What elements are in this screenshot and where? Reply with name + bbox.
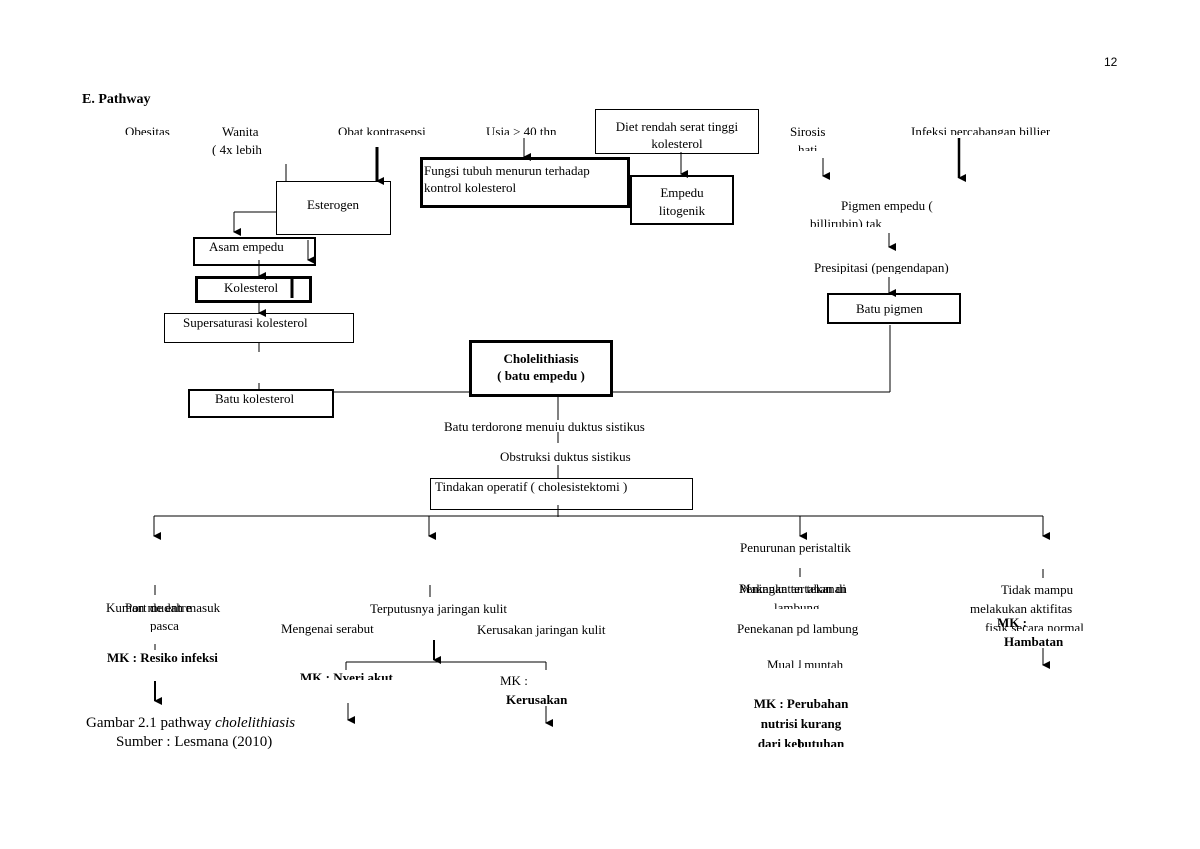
node-fungsi-tubuh: Fungsi tubuh menurun terhadap kontrol ko… [420, 157, 630, 208]
node-obesitas: Obesitas [125, 124, 170, 135]
node-pigmen-empedu-sub: billirubin) tak [810, 216, 882, 227]
node-empedu-litogenik: Empedu litogenik [630, 175, 734, 225]
node-fungsi-label: Fungsi tubuh menurun terhadap kontrol ko… [424, 163, 590, 195]
mk-dari-kebutuhan: dari kebutuhan [757, 736, 845, 747]
node-fisik-normal: fisik secara normal [985, 620, 1084, 631]
node-sirosis-sub: hati [798, 142, 818, 151]
node-makanan-tertahan: Makanan tertahan di [739, 581, 846, 596]
node-lambung: lambung [774, 600, 820, 609]
node-usia: Usia > 40 thn [486, 124, 557, 135]
node-diet-label: Diet rendah serat tinggi kolesterol [615, 119, 739, 151]
mk-kerusakan-label: MK : [500, 673, 528, 688]
mk-nyeri-akut: MK : Nyeri akut [300, 670, 393, 680]
mk-nutrisi-kurang: nutrisi kurang [760, 716, 842, 731]
node-pasca: pasca [150, 618, 179, 632]
node-tindakan-operatif: Tindakan operatif ( cholesistektomi ) [430, 478, 693, 510]
figure-caption-italic: cholelithiasis [215, 715, 296, 731]
mk-kerusakan-title: Kerusakan [506, 692, 568, 707]
mk-resiko-infeksi: MK : Resiko infeksi [107, 650, 218, 662]
node-presipitasi: Presipitasi (pengendapan) [814, 260, 949, 274]
node-empedu-litogenik-label: Empedu litogenik [658, 185, 706, 218]
node-supersaturasi-label: Supersaturasi kolesterol [183, 315, 308, 330]
mk-hambatan-label: MK : [997, 615, 1027, 630]
node-terputusnya-jaringan: Terputusnya jaringan kulit [370, 601, 508, 616]
mk-hambatan-title: Hambatan [1004, 634, 1064, 649]
node-esterogen: Esterogen [276, 181, 391, 235]
node-cholelithiasis-sub: ( batu empedu ) [497, 368, 585, 383]
mk-perubahan-label: MK : Perubahan [753, 696, 849, 711]
node-penekanan-lambung: Penekanan pd lambung [737, 621, 859, 636]
node-mengenai-serabut: Mengenai serabut [281, 621, 374, 636]
node-batu-pigmen-label: Batu pigmen [856, 301, 923, 316]
node-peningkatan-tekanan: Peningkatan tekanan [739, 581, 847, 596]
node-esterogen-label: Esterogen [307, 197, 359, 212]
page-number: 12 [1104, 55, 1118, 69]
section-title: E. Pathway [82, 92, 151, 107]
node-asam-empedu: Asam empedu [193, 237, 316, 266]
figure-caption-prefix: Gambar 2.1 pathway [86, 715, 216, 731]
node-supersaturasi-kolesterol: Supersaturasi kolesterol [164, 313, 354, 343]
node-penurunan-peristaltik: Penurunan peristaltik [740, 540, 851, 555]
node-port-de-entre: Port de entre [125, 600, 192, 615]
node-kuman-mudah-masuk: Kuman mudah masuk [106, 600, 221, 615]
node-obstruksi: Obstruksi duktus sistikus [500, 449, 631, 464]
node-infeksi-billier: Infeksi percabangan billier [911, 124, 1051, 135]
node-wanita: Wanita [222, 124, 259, 139]
node-tindakan-label: Tindakan operatif ( cholesistektomi ) [435, 479, 628, 494]
node-kerusakan-jaringan-kulit: Kerusakan jaringan kulit [477, 622, 606, 637]
node-asam-empedu-label: Asam empedu [209, 239, 284, 254]
node-wanita-sub: ( 4x lebih [212, 142, 262, 156]
node-batu-pigmen: Batu pigmen [827, 293, 961, 324]
node-diet-rendah-serat: Diet rendah serat tinggi kolesterol [595, 109, 759, 154]
node-mual-muntah: Mual , muntah [767, 657, 844, 668]
node-sirosis: Sirosis [790, 124, 826, 139]
node-obat-kontrasepsi: Obat kontrasepsi [338, 124, 426, 135]
node-batu-kolesterol: Batu kolesterol [188, 389, 334, 418]
node-kolesterol-label: Kolesterol [224, 280, 279, 295]
node-pigmen-empedu: Pigmen empedu ( [841, 198, 933, 213]
node-cholelithiasis-title: Cholelithiasis [503, 351, 579, 366]
node-tidak-mampu: Tidak mampu [1001, 582, 1074, 597]
node-batu-terdorong: Batu terdorong menuju duktus sistikus [444, 419, 645, 431]
node-batu-kolesterol-label: Batu kolesterol [215, 391, 295, 406]
figure-source: Sumber : Lesmana (2010) [116, 734, 273, 750]
node-melakukan-aktifitas: melakukan aktifitas [970, 601, 1073, 616]
figure-caption: Gambar 2.1 pathway cholelithiasis [86, 714, 295, 732]
node-kolesterol: Kolesterol [195, 276, 312, 303]
node-cholelithiasis: Cholelithiasis ( batu empedu ) [469, 340, 613, 397]
